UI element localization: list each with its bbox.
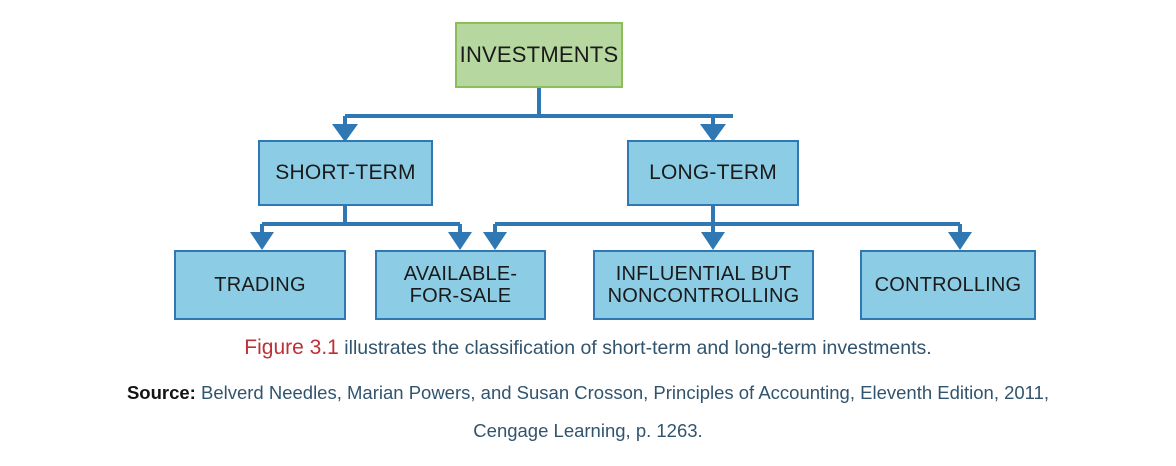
node-investments-label: INVESTMENTS [459, 41, 619, 67]
node-short-term-label: SHORT-TERM [275, 161, 416, 185]
figure-caption-text: illustrates the classification of short-… [338, 337, 932, 359]
arrowhead-long-term [700, 124, 726, 142]
arrowhead-afs-right [483, 232, 507, 250]
node-controlling-label: CONTROLLING [874, 273, 1022, 296]
node-short-term[interactable]: SHORT-TERM [258, 140, 433, 206]
source-line-second: Cengage Learning, p. 1263. [0, 420, 1176, 442]
node-investments[interactable]: INVESTMENTS [455, 22, 623, 88]
node-long-term[interactable]: LONG-TERM [627, 140, 799, 206]
node-trading[interactable]: TRADING [174, 250, 346, 320]
node-long-term-label: LONG-TERM [649, 161, 777, 185]
source-text-line1: Belverd Needles, Marian Powers, and Susa… [195, 382, 1050, 403]
figure-number-label: Figure 3.1 [244, 336, 339, 359]
arrowhead-short-term [332, 124, 358, 142]
arrowhead-trading [250, 232, 274, 250]
arrowhead-controlling [948, 232, 972, 250]
figure-caption: Figure 3.1 illustrates the classificatio… [0, 336, 1176, 360]
source-text-line2: Cengage Learning, p. 1263. [473, 420, 703, 441]
source-line-first: Source: Belverd Needles, Marian Powers, … [0, 382, 1176, 404]
diagram-connectors [250, 88, 972, 250]
node-influential-but-noncontrolling[interactable]: INFLUENTIAL BUT NONCONTROLLING [593, 250, 814, 320]
node-available-for-sale[interactable]: AVAILABLE- FOR-SALE [375, 250, 546, 320]
node-trading-label: TRADING [214, 273, 306, 296]
node-influential-but-noncontrolling-label: INFLUENTIAL BUT NONCONTROLLING [607, 262, 800, 307]
node-controlling[interactable]: CONTROLLING [860, 250, 1036, 320]
arrowhead-afs-left [448, 232, 472, 250]
source-label: Source: [126, 382, 196, 403]
arrowhead-influential [701, 232, 725, 250]
node-available-for-sale-label: AVAILABLE- FOR-SALE [403, 262, 518, 307]
